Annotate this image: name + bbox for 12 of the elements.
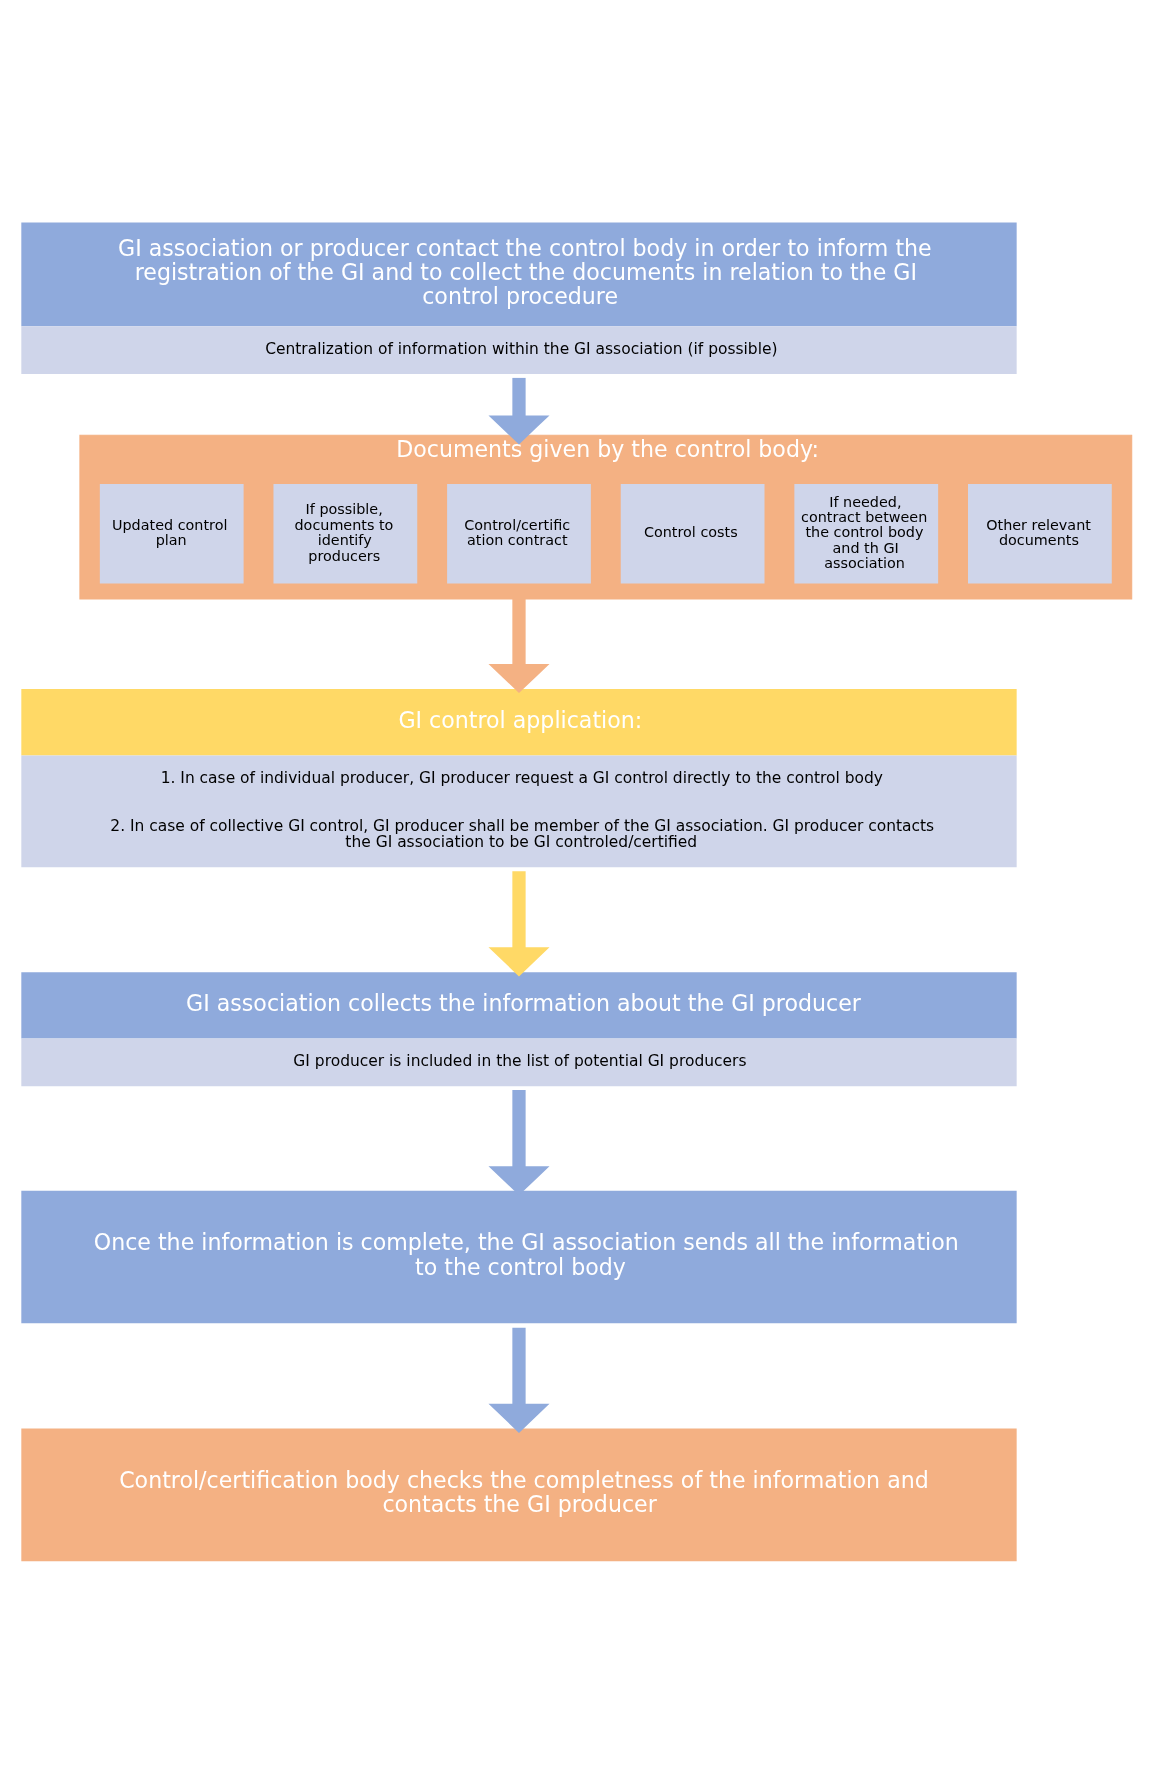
node-box: Control/certification body checks the completness of the information and contacts the GI producer bbox=[21, 1428, 1017, 1562]
node-box: Control/certification contract bbox=[447, 483, 591, 584]
node-box: If possible, documents to identify producers bbox=[273, 483, 418, 584]
arrow bbox=[488, 1327, 550, 1433]
arrow bbox=[488, 377, 550, 445]
node-box: Once the information is complete, the GI association sends all the information to the control body bbox=[21, 1190, 1017, 1324]
node-box: Updated control plan bbox=[99, 483, 244, 584]
node-box: Other relevant documents bbox=[968, 483, 1112, 584]
arrow bbox=[488, 871, 550, 977]
arrow bbox=[488, 599, 550, 693]
node-box: Control costs bbox=[620, 483, 765, 584]
node-box: If needed, contract between the control body and th GI association bbox=[794, 483, 939, 584]
